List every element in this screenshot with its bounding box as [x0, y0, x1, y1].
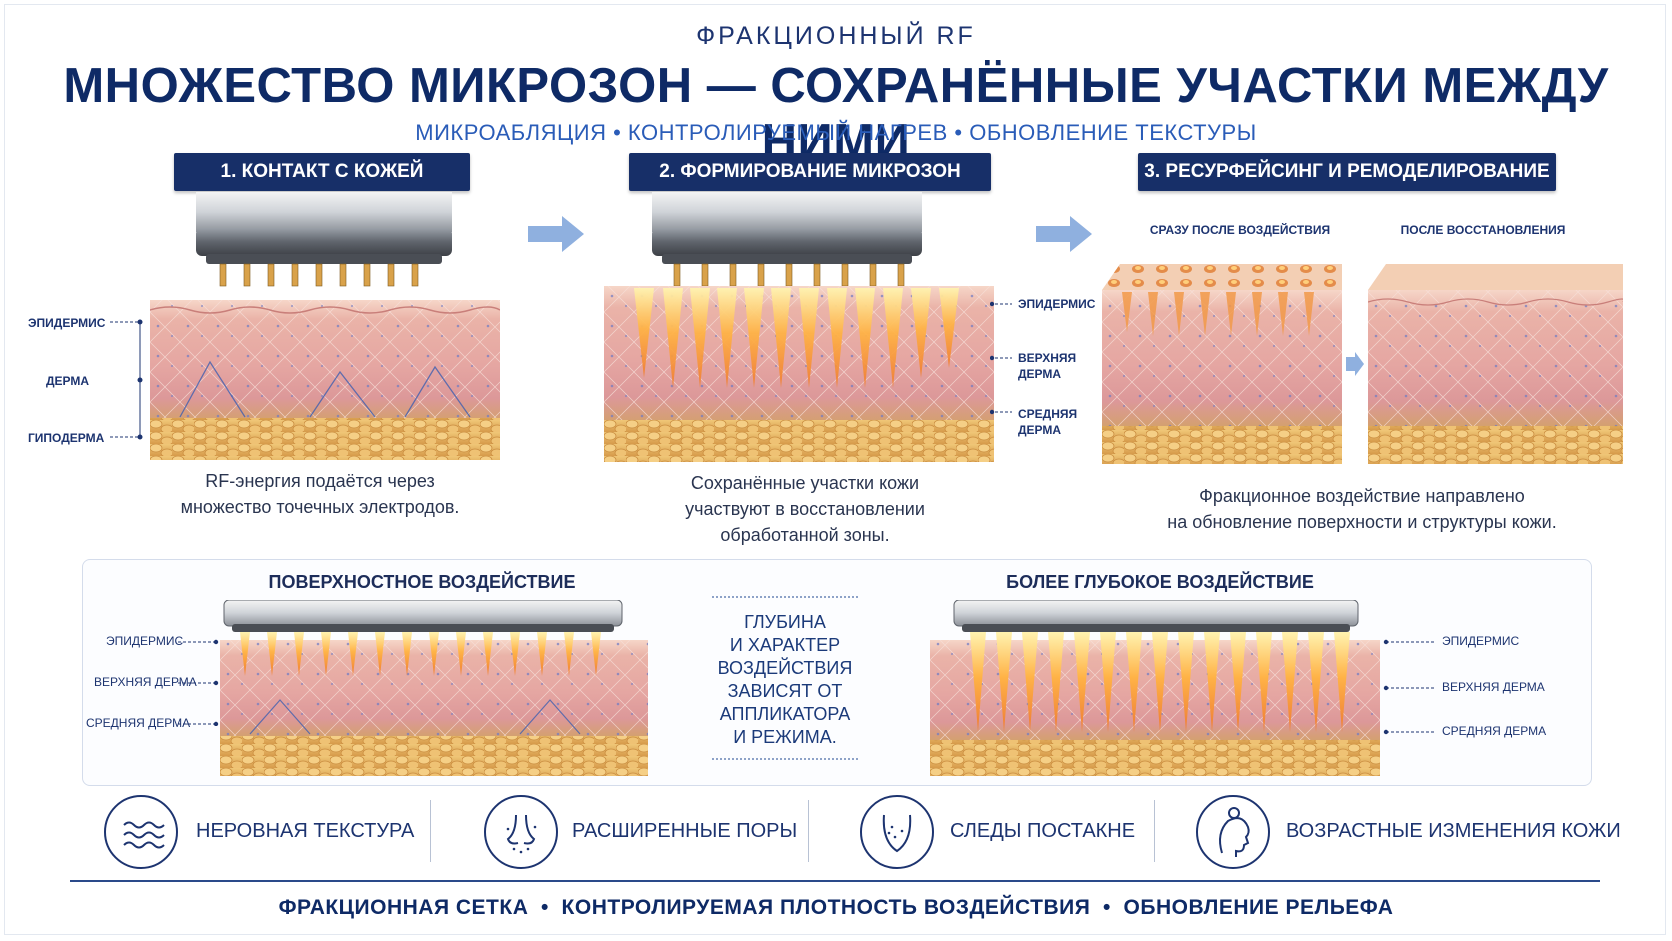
depth-note: ГЛУБИНА И ХАРАКТЕР ВОЗДЕЙСТВИЯ ЗАВИСЯТ О… — [695, 611, 875, 749]
step-2-caption: Сохранённые участки кожи участвуют в вос… — [630, 470, 980, 548]
caption-line: участвуют в восстановлении — [685, 499, 925, 519]
step-3-sub-left: СРАЗУ ПОСЛЕ ВОЗДЕЙСТВИЯ — [1149, 223, 1331, 237]
feature-divider — [808, 800, 809, 862]
footer-rule — [70, 880, 1600, 882]
layer-label-middle: СРЕДНЯЯ — [1018, 407, 1078, 421]
feature-divider — [1154, 800, 1155, 862]
depth-note-line: ЗАВИСЯТ ОТ — [727, 681, 843, 701]
step-3-caption: Фракционное воздействие направлено на об… — [1100, 483, 1624, 535]
step-3-immediate-block — [1102, 264, 1342, 464]
step-1-caption: RF-энергия подаётся через множество точе… — [130, 468, 510, 520]
caption-line: множество точечных электродов. — [180, 497, 460, 517]
aging-head-icon — [1196, 795, 1270, 869]
arrow-right-icon — [1036, 216, 1092, 252]
wave-texture-icon — [104, 795, 178, 869]
divider-bottom — [712, 758, 858, 760]
arrow-right-icon — [528, 216, 584, 252]
layer-label-dermis: ДЕРМА — [1018, 423, 1062, 437]
shallow-illustration — [220, 600, 648, 776]
layer-label-upper-dermis: ВЕРХНЯЯ ДЕРМА — [94, 675, 197, 689]
left-panel-title: ПОВЕРХНОСТНОЕ ВОЗДЕЙСТВИЕ — [268, 572, 576, 592]
layer-label-upper: ВЕРХНЯЯ — [1018, 351, 1077, 365]
feature-divider — [430, 800, 431, 862]
layer-label-epidermis: ЭПИДЕРМИС — [28, 316, 106, 330]
layer-label-epidermis: ЭПИДЕРМИС — [1018, 297, 1096, 311]
caption-line: RF-энергия подаётся через — [205, 471, 435, 491]
depth-note-line: АППЛИКАТОРА — [719, 704, 851, 724]
deep-illustration — [930, 600, 1380, 776]
nose-pores-icon — [484, 795, 558, 869]
feature-label: СЛЕДЫ ПОСТАКНЕ — [950, 820, 1136, 842]
layer-label-hypodermis: ГИПОДЕРМА — [28, 431, 105, 445]
feature-label: НЕРОВНАЯ ТЕКСТУРА — [196, 820, 415, 842]
caption-line: обработанной зоны. — [720, 525, 890, 545]
shallow-leaders — [178, 639, 219, 726]
step-2-title: 2. ФОРМИРОВАНИЕ МИКРОЗОН — [629, 153, 991, 191]
page-subtitle: МИКРОАБЛЯЦИЯ • КОНТРОЛИРУЕМЫЙ НАГРЕВ • О… — [415, 120, 1257, 145]
step-1-bracket — [110, 319, 143, 440]
layer-label-upper-dermis: ВЕРХНЯЯ ДЕРМА — [1442, 680, 1545, 694]
depth-note-line: ГЛУБИНА — [744, 612, 826, 632]
layer-label-middle-dermis: СРЕДНЯЯ ДЕРМА — [86, 716, 191, 730]
step-3-title: 3. РЕСУРФЕЙСИНГ И РЕМОДЕЛИРОВАНИЕ — [1138, 153, 1556, 191]
right-panel-title: БОЛЕЕ ГЛУБОКОЕ ВОЗДЕЙСТВИЕ — [1006, 572, 1314, 592]
divider-top — [712, 596, 858, 598]
caption-line: Фракционное воздействие направлено — [1199, 486, 1525, 506]
caption-line: на обновление поверхности и структуры ко… — [1167, 512, 1557, 532]
step-2-illustration — [604, 192, 994, 462]
layer-label-epidermis: ЭПИДЕРМИС — [106, 634, 184, 648]
face-marks-icon — [860, 795, 934, 869]
step-1-title: 1. КОНТАКТ С КОЖЕЙ — [174, 153, 470, 191]
depth-note-line: И РЕЖИМА. — [733, 727, 837, 747]
footer-tagline: ФРАКЦИОННАЯ СЕТКА • КОНТРОЛИРУЕМАЯ ПЛОТН… — [278, 896, 1394, 919]
deep-leaders — [1383, 639, 1434, 735]
layer-label-dermis: ДЕРМА — [1018, 367, 1062, 381]
step-2-leaders — [990, 301, 1012, 415]
kicker: ФРАКЦИОННЫЙ RF — [696, 22, 976, 50]
feature-label: РАСШИРЕННЫЕ ПОРЫ — [572, 820, 798, 842]
arrow-right-icon — [1346, 352, 1364, 376]
step-1-illustration — [150, 192, 500, 460]
page-frame — [4, 4, 1666, 935]
feature-label: ВОЗРАСТНЫЕ ИЗМЕНЕНИЯ КОЖИ — [1286, 820, 1621, 842]
step-3-recovered-block — [1368, 264, 1623, 464]
layer-label-dermis: ДЕРМА — [46, 374, 90, 388]
step-3-sub-right: ПОСЛЕ ВОССТАНОВЛЕНИЯ — [1400, 223, 1566, 237]
depth-note-line: ВОЗДЕЙСТВИЯ — [717, 658, 853, 678]
caption-line: Сохранённые участки кожи — [690, 473, 920, 493]
layer-label-epidermis: ЭПИДЕРМИС — [1442, 634, 1520, 648]
depth-note-line: И ХАРАКТЕР — [729, 635, 841, 655]
layer-label-middle-dermis: СРЕДНЯЯ ДЕРМА — [1442, 724, 1547, 738]
